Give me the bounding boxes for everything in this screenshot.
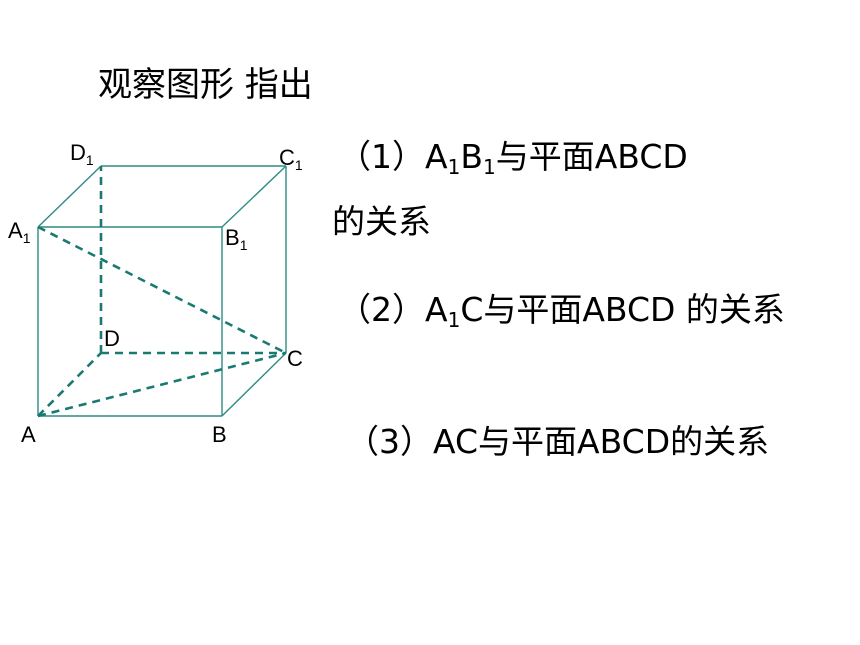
question-1-subscript-b: 1 bbox=[482, 155, 496, 179]
question-2: （2）A1C与平面ABCD 的关系 bbox=[338, 290, 785, 330]
vertex-label-a1: A1 bbox=[8, 218, 31, 246]
vertex-label-b: B bbox=[212, 422, 227, 447]
vertex-label-c1: C1 bbox=[279, 145, 303, 173]
question-1-continuation: 的关系 bbox=[332, 202, 431, 241]
slide-title: 观察图形 指出 bbox=[98, 65, 313, 105]
vertex-label-d1: D1 bbox=[70, 140, 94, 168]
edge-a1-d1 bbox=[37, 165, 102, 228]
question-2-suffix: C与平面ABCD 的关系 bbox=[460, 290, 785, 329]
question-2-prefix: （2）A bbox=[338, 290, 448, 329]
diagonal-a-c bbox=[37, 351, 287, 418]
vertex-label-d: D bbox=[104, 326, 120, 351]
vertex-label-b1: B1 bbox=[225, 225, 248, 253]
vertex-label-c: C bbox=[287, 346, 303, 371]
question-1-prefix: （1）A bbox=[338, 137, 448, 176]
question-1-suffix: 与平面ABCD bbox=[495, 137, 688, 176]
edge-b1-c1 bbox=[221, 165, 287, 228]
edge-b-c bbox=[221, 352, 287, 417]
question-3: （3）AC与平面ABCD的关系 bbox=[346, 422, 770, 461]
edge-a-d-hidden bbox=[37, 352, 102, 417]
question-1-mid: B bbox=[460, 137, 483, 176]
diagonal-a1-c bbox=[37, 225, 287, 355]
vertex-label-a: A bbox=[21, 422, 36, 447]
question-2-subscript: 1 bbox=[447, 308, 461, 332]
question-1: （1）A1B1与平面ABCD bbox=[338, 137, 688, 177]
question-1-subscript-a: 1 bbox=[447, 155, 461, 179]
